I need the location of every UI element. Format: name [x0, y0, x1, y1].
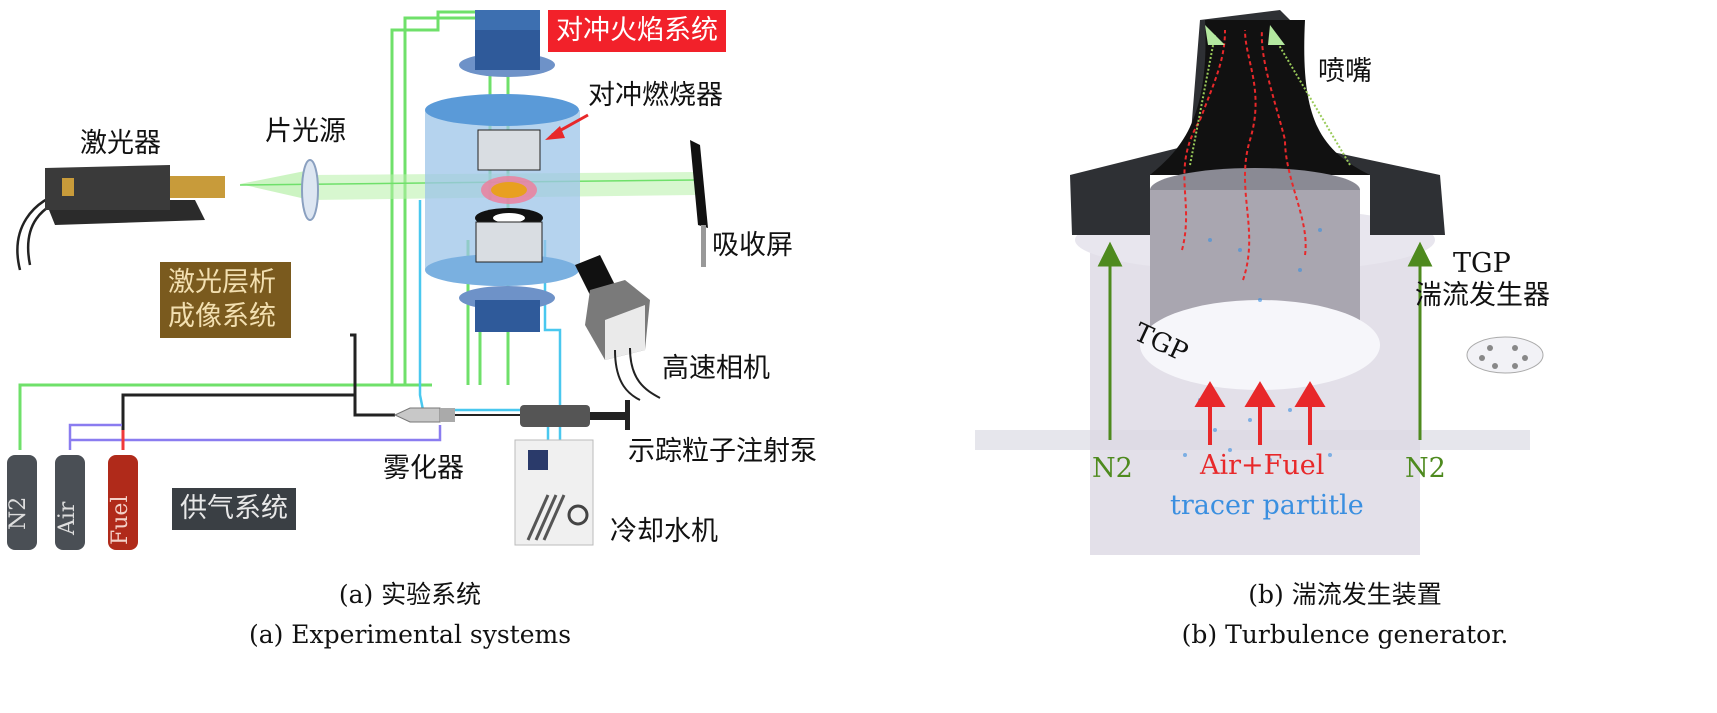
camera-label: 高速相机: [662, 353, 770, 384]
cylindrical-lens: [301, 159, 319, 221]
gas-bottles: [7, 455, 138, 550]
air-lines: [68, 423, 442, 450]
caption-a-en: (a) Experimental systems: [248, 620, 572, 649]
n2-right-label: N2: [1405, 453, 1446, 484]
n2-left-label: N2: [1092, 453, 1133, 484]
caption-b-cn: (b) 湍流发生装置: [1248, 580, 1442, 609]
laser-device: [16, 165, 225, 271]
atomizer: [393, 407, 455, 423]
chiller-label: 冷却水机: [610, 516, 718, 547]
atomizer-label: 雾化器: [383, 453, 464, 484]
flow-streamlines: [1181, 29, 1307, 281]
turbulence-generator-label: 湍流发生器: [1415, 280, 1550, 311]
tgp-plate: [1140, 300, 1380, 390]
counterflow-system-label: 对冲火焰系统: [548, 10, 726, 52]
counterflow-burner-chamber: [425, 10, 580, 332]
air-fuel-label: Air+Fuel: [1200, 450, 1325, 481]
tgp-right-label: TGP: [1453, 248, 1511, 279]
tracer-label: tracer partitle: [1170, 490, 1364, 521]
plif-system-label: 激光层析 成像系统: [160, 262, 291, 338]
sheet-light-label: 片光源: [265, 116, 346, 147]
n2-arrows: [1097, 241, 1433, 440]
gas-supply-label: 供气系统: [172, 488, 296, 530]
experimental-system-diagram: [7, 10, 708, 550]
turbulence-generator-diagram: [975, 10, 1544, 555]
caption-a-cn: (a) 实验系统: [338, 580, 482, 609]
nozzle-label: 喷嘴: [1318, 56, 1372, 87]
air-fuel-arrows: [1194, 381, 1326, 445]
absorber-screen: [690, 140, 708, 267]
laser-label: 激光器: [80, 128, 161, 159]
fuel-lines: [121, 333, 395, 450]
caption-b-en: (b) Turbulence generator.: [1181, 620, 1509, 649]
syringe-pump-label: 示踪粒子注射泵: [628, 436, 817, 467]
counterflow-burner-label: 对冲燃烧器: [588, 80, 723, 111]
tgp-disk-icon: [1466, 336, 1544, 374]
water-chiller: [514, 439, 594, 546]
syringe-pump: [455, 400, 630, 430]
green-flow-arrows: [1189, 25, 1351, 166]
absorber-label: 吸收屏: [712, 230, 793, 261]
high-speed-camera: [575, 255, 661, 401]
